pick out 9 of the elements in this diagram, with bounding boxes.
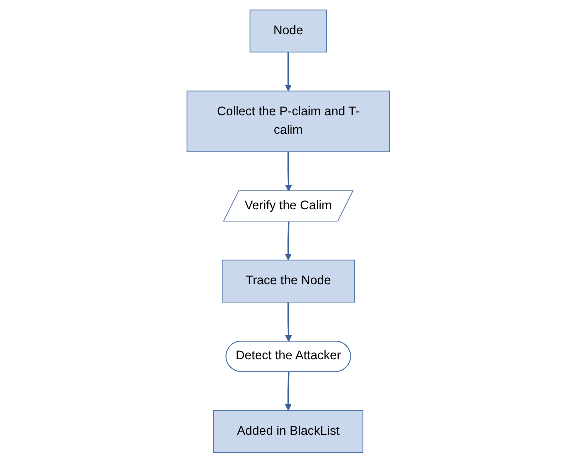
node-box: Node: [250, 10, 328, 53]
node-box: Collect the P-claim and T-calim: [187, 90, 391, 152]
arrow: [286, 52, 292, 92]
arrow: [286, 222, 292, 261]
node-box: Added in BlackList: [214, 410, 364, 454]
arrow: [286, 372, 292, 411]
node-box: Trace the Node: [222, 260, 356, 303]
arrow: [286, 152, 293, 192]
arrow: [286, 302, 293, 342]
